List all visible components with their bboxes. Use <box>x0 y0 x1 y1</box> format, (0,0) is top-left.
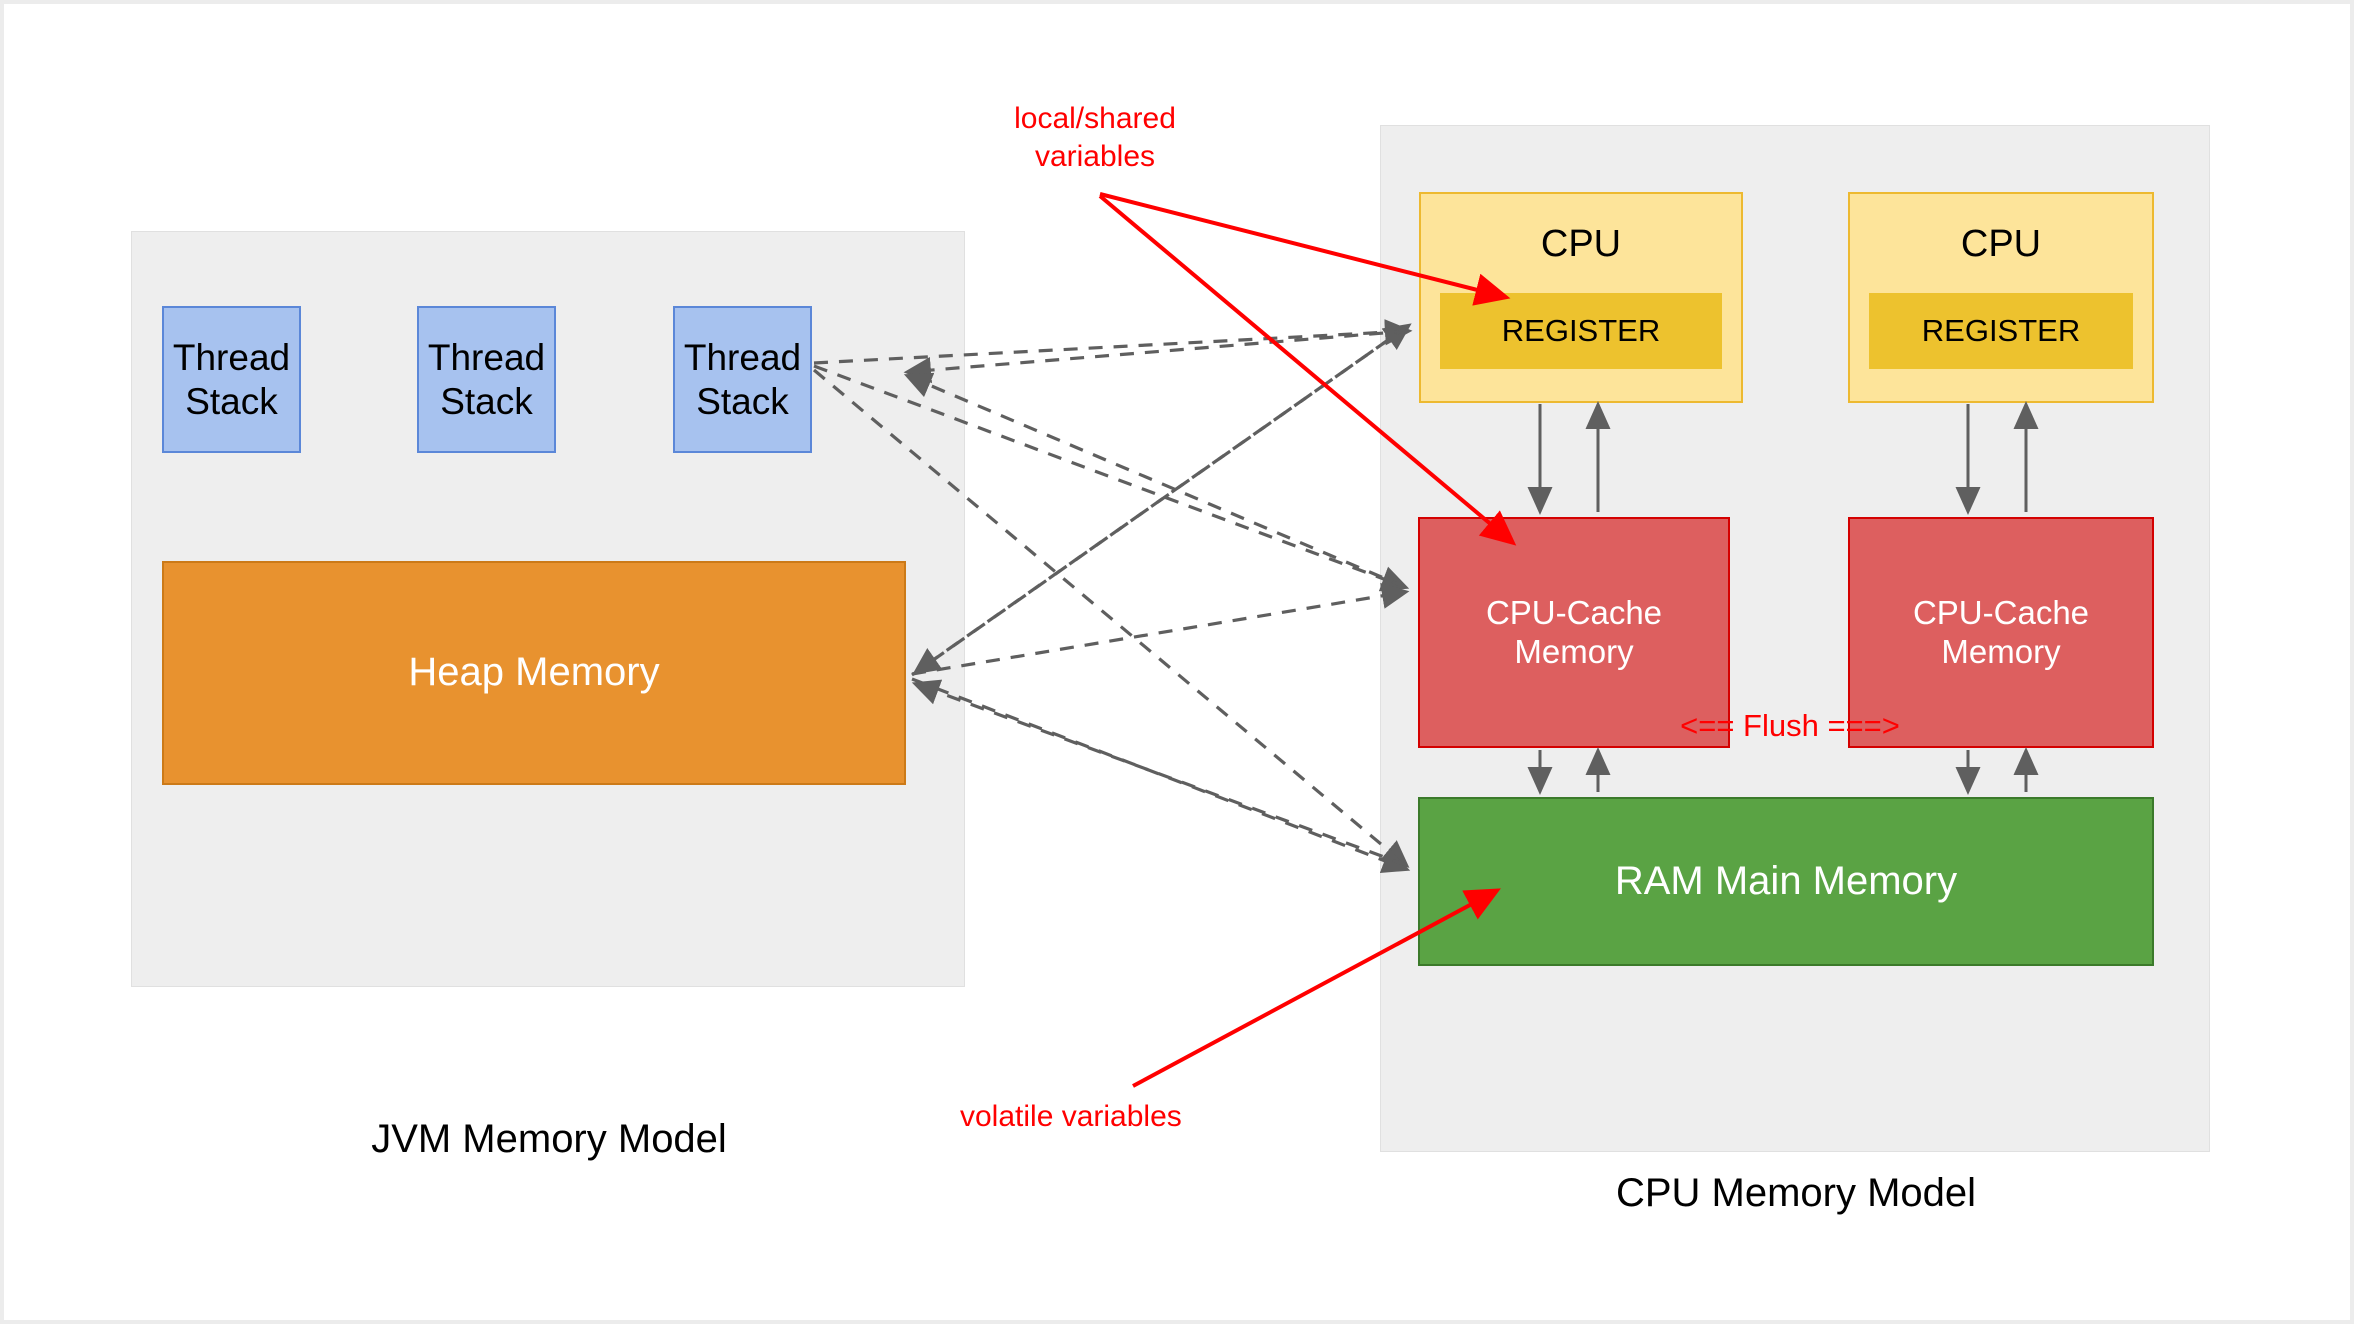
cpu-label-2: CPU <box>1960 223 2042 265</box>
dashed-edge-register-to-heap <box>912 324 1409 675</box>
ram-main-memory-box: RAM Main Memory <box>1418 797 2154 966</box>
local-shared-variables-annotation: local/shared variables <box>1014 102 1176 173</box>
cpu-cache-memory-box-2: CPU-Cache Memory <box>1848 517 2154 748</box>
dashed-edge-heap-to-ram <box>911 677 1411 873</box>
dashed-edge-ram-to-heap <box>911 679 1407 867</box>
flush-annotation: <== Flush ===> <box>1680 708 1900 743</box>
dashed-edge-cache-to-threadstack <box>903 372 1406 589</box>
cpu-register-label-2: REGISTER <box>1921 312 2081 348</box>
cpu-register-label-1: REGISTER <box>1501 312 1661 348</box>
thread-stack-label-3: Thread Stack <box>683 336 802 422</box>
cpu-box-1: CPU REGISTER <box>1419 192 1743 403</box>
jvm-panel-title: JVM Memory Model <box>371 1117 727 1161</box>
cpu-box-2: CPU REGISTER <box>1848 192 2154 403</box>
volatile-variables-annotation: volatile variables <box>960 1100 1182 1133</box>
cpu-register-2: REGISTER <box>1869 293 2133 369</box>
cpu-panel-title: CPU Memory Model <box>1615 1171 1977 1215</box>
dashed-edge-register-to-threadstack <box>903 329 1409 384</box>
dashed-edge-heap-to-register <box>911 323 1412 677</box>
thread-stack-label-1: Thread Stack <box>172 336 291 422</box>
cpu-cache-memory-label-2: CPU-Cache Memory <box>1912 593 2090 670</box>
thread-stack-box-3: Thread Stack <box>673 306 812 453</box>
ram-main-memory-label: RAM Main Memory <box>1614 858 1958 903</box>
cpu-cache-memory-label-1: CPU-Cache Memory <box>1485 593 1663 670</box>
cpu-label-1: CPU <box>1540 223 1622 265</box>
thread-stack-box-2: Thread Stack <box>417 306 556 453</box>
thread-stack-box-1: Thread Stack <box>162 306 301 453</box>
cpu-cache-memory-box-1: CPU-Cache Memory <box>1418 517 1730 748</box>
heap-memory-box: Heap Memory <box>162 561 906 785</box>
thread-stack-label-2: Thread Stack <box>427 336 546 422</box>
cpu-register-1: REGISTER <box>1440 293 1722 369</box>
dashed-edge-heap-to-cache <box>911 582 1410 676</box>
heap-memory-label: Heap Memory <box>408 650 660 695</box>
